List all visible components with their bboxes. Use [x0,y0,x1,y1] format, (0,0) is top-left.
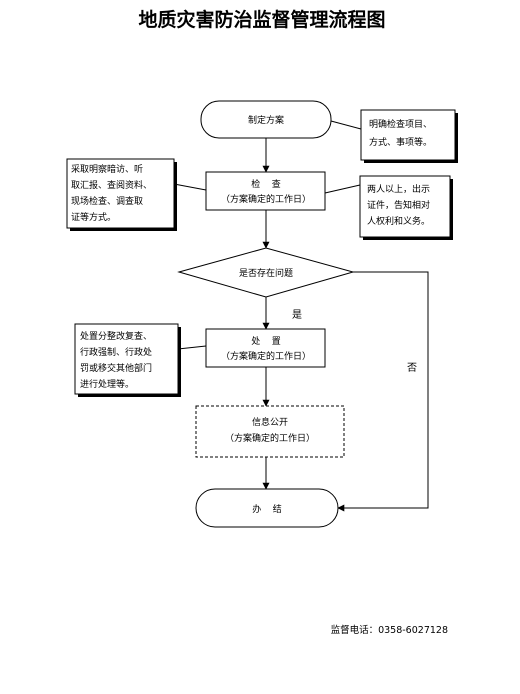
note-handle-line-2: 行政强制、行政处 [80,346,152,358]
edge-label-yes: 是 [292,309,302,321]
note-inspect-right [359,175,451,238]
note-plan [360,109,456,161]
edge-decision-no-to-finish [337,271,429,512]
note-handle-line-3: 罚或移交其他部门 [80,362,152,374]
node-disclose-label: 信息公开 [252,416,288,428]
node-inspect-label: 检 查 [251,178,280,190]
note-inspect-left-line-4: 证等方式。 [71,211,116,223]
node-finish-label: 办 结 [252,503,281,515]
connector-plan-note [330,120,362,130]
node-plan-label: 制定方案 [248,114,284,126]
note-inspect-right-line-3: 人权利和义务。 [367,215,430,227]
node-handle-sub: （方案确定的工作日） [221,350,311,362]
note-inspect-right-line-1: 两人以上，出示 [367,183,430,195]
note-plan-line-2: 方式、事项等。 [369,136,432,148]
note-inspect-left-line-3: 现场检查、调查取 [71,195,143,207]
note-handle-line-4: 进行处理等。 [80,378,134,390]
node-disclose-sub: （方案确定的工作日） [225,432,315,444]
note-plan-line-1: 明确检查项目、 [369,118,432,130]
node-inspect [205,171,326,211]
footer-hotline: 监督电话：0358-6027128 [331,624,448,636]
node-decision-label: 是否存在问题 [239,267,293,279]
note-inspect-left-line-1: 采取明察暗访、听 [71,163,143,175]
note-inspect-left-line-2: 取汇报、查阅资料、 [71,179,152,191]
note-inspect-right-line-2: 证件，告知相对 [367,199,430,211]
note-inspect-left [66,158,175,229]
node-finish [195,488,339,528]
note-handle-line-1: 处置分整改复查、 [80,330,152,342]
node-disclose [195,405,345,458]
edge-label-no: 否 [407,362,417,374]
connector-inspect-right [324,184,361,194]
node-inspect-sub: （方案确定的工作日） [221,193,311,205]
node-decision [177,247,355,298]
node-plan [200,100,332,139]
node-handle-label: 处 置 [251,335,280,347]
node-handle [205,328,326,368]
page-title: 地质灾害防治监督管理流程图 [138,8,385,31]
connector-inspect-left [173,183,207,191]
note-handle [74,323,179,395]
connector-handle-note [177,345,207,350]
